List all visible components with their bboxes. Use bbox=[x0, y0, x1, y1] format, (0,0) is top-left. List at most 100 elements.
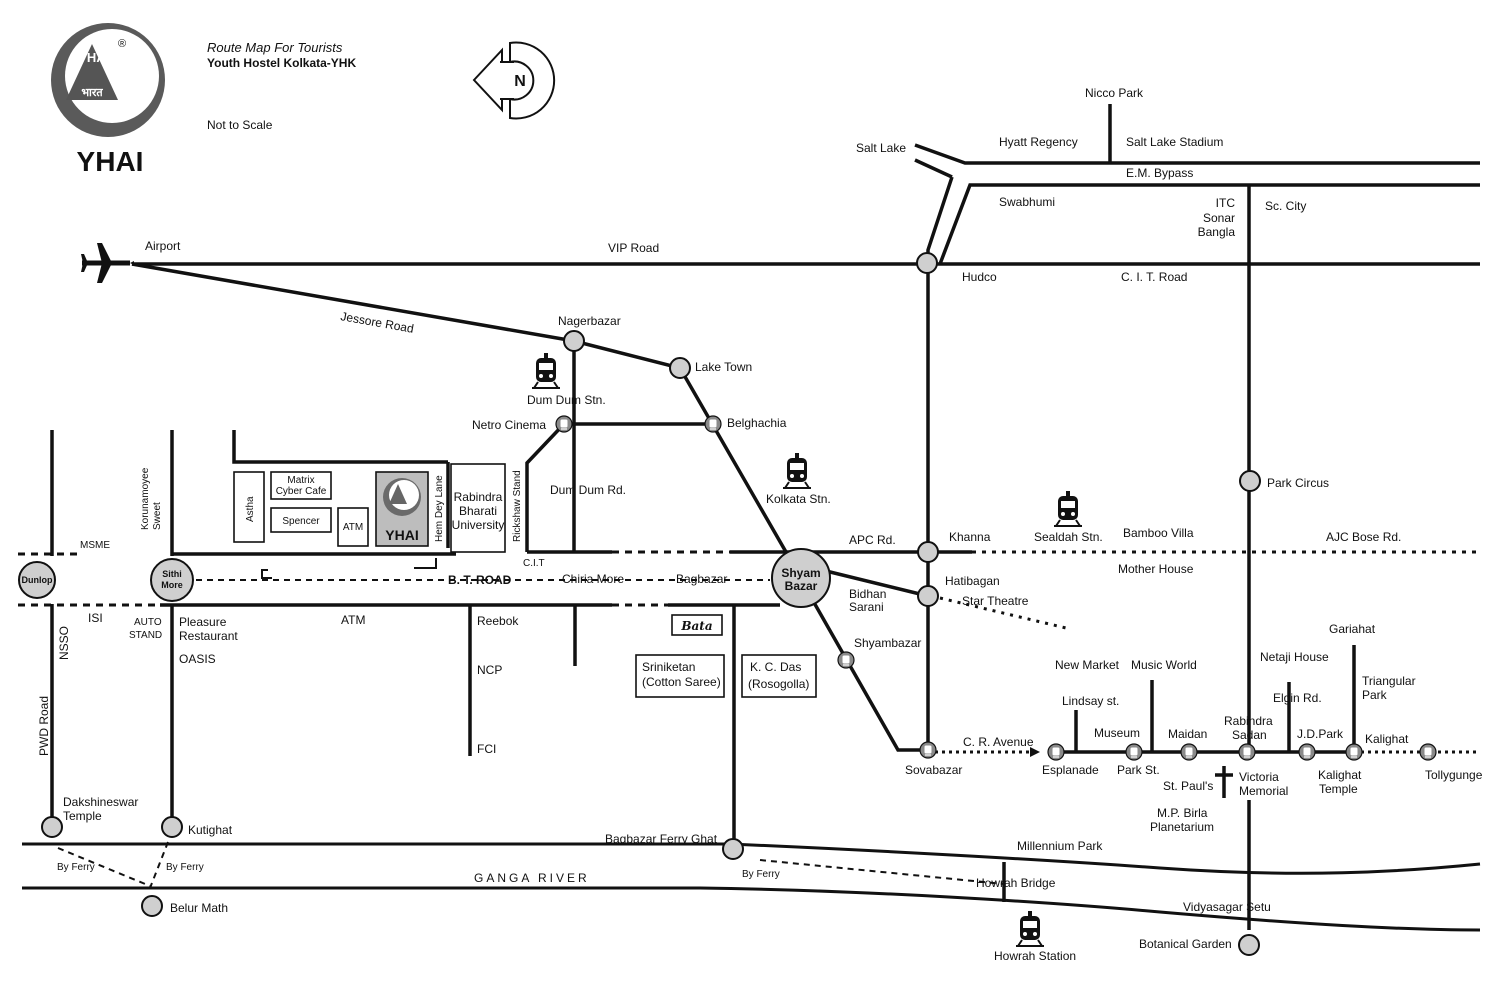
auto-stand-label-2: STAND bbox=[129, 630, 162, 641]
vip-road-label: VIP Road bbox=[608, 241, 659, 255]
atm-bt-label: ATM bbox=[341, 613, 365, 627]
victoria-label-2: Memorial bbox=[1239, 784, 1288, 798]
mother-house-label: Mother House bbox=[1118, 562, 1194, 576]
metro-station-icon bbox=[919, 741, 937, 759]
cr-avenue-label: C. R. Avenue bbox=[963, 735, 1034, 749]
by-ferry-1-label: By Ferry bbox=[57, 862, 95, 873]
cross-icon bbox=[1215, 766, 1233, 798]
khanna-label: Khanna bbox=[949, 530, 991, 544]
cr-avenue-arrow bbox=[1030, 747, 1040, 757]
rickshaw-stand-road bbox=[525, 422, 566, 552]
metro-station-icon bbox=[1298, 743, 1316, 761]
jessore-road bbox=[131, 262, 788, 553]
howrah-bridge-label: Howrah Bridge bbox=[976, 876, 1056, 890]
vidyasagar-setu-label: Vidyasagar Setu bbox=[1183, 900, 1271, 914]
metro-station-icon bbox=[1047, 743, 1065, 761]
howrah-station-label: Howrah Station bbox=[994, 949, 1076, 963]
matrix-label-1: Matrix bbox=[287, 475, 314, 486]
kalighat-label: Kalighat bbox=[1365, 732, 1409, 746]
oasis-label: OASIS bbox=[179, 652, 216, 666]
metro-station-icon bbox=[1238, 743, 1256, 761]
st-pauls-label: St. Paul's bbox=[1163, 779, 1213, 793]
spencer-label: Spencer bbox=[282, 516, 320, 527]
airport-label: Airport bbox=[145, 239, 181, 253]
esplanade-label: Esplanade bbox=[1042, 763, 1099, 777]
bt-road-label: B. T. ROAD bbox=[448, 573, 512, 587]
bamboo-villa-label: Bamboo Villa bbox=[1123, 526, 1194, 540]
logo-text: YHAI bbox=[77, 146, 144, 177]
ncp-label: NCP bbox=[477, 663, 502, 677]
itc-label-2: Sonar bbox=[1203, 211, 1235, 225]
salt-lake-stadium-label: Salt Lake Stadium bbox=[1126, 135, 1223, 149]
millennium-park-label: Millennium Park bbox=[1017, 839, 1103, 853]
pwd-road-label: PWD Road bbox=[37, 696, 51, 756]
map-title: Route Map For Tourists bbox=[207, 40, 343, 55]
salt-lake-link-1 bbox=[926, 176, 954, 264]
nsso-label: NSSO bbox=[57, 626, 71, 660]
shyambazar-label: Shyambazar bbox=[854, 636, 921, 650]
nicco-park-label: Nicco Park bbox=[1085, 86, 1144, 100]
lake-town-node bbox=[669, 357, 691, 379]
bidhan-label-2: Sarani bbox=[849, 600, 884, 614]
netaji-house-label: Netaji House bbox=[1260, 650, 1329, 664]
bagbazar-ferry-ghat-node bbox=[722, 838, 744, 860]
jessore-road-label: Jessore Road bbox=[339, 309, 414, 336]
kc-das-label-2: (Rosogolla) bbox=[748, 677, 809, 691]
sriniketan-label-1: Sriniketan bbox=[642, 660, 695, 674]
hyatt-label: Hyatt Regency bbox=[999, 135, 1078, 149]
map-subtitle: Youth Hostel Kolkata-YHK bbox=[207, 56, 356, 70]
swabhumi-label: Swabhumi bbox=[999, 195, 1055, 209]
tollygunge-label: Tollygunge bbox=[1425, 768, 1483, 782]
belghachia-label: Belghachia bbox=[727, 416, 787, 430]
bagbazar-ferry-ghat-label: Bagbazar Ferry Ghat bbox=[605, 832, 718, 846]
sovabazar-label: Sovabazar bbox=[905, 763, 962, 777]
cit-label: C.I.T bbox=[523, 558, 545, 569]
star-theatre-lane bbox=[939, 596, 1067, 630]
metro-station-icon bbox=[555, 415, 573, 433]
dakshineswar-label-2: Temple bbox=[63, 809, 102, 823]
em-bypass bbox=[938, 183, 1480, 265]
triangular-park-label-1: Triangular bbox=[1362, 674, 1416, 688]
scale-note: Not to Scale bbox=[207, 118, 273, 132]
shyam-bazar-label-2: Bazar bbox=[785, 579, 818, 593]
mp-birla-label-2: Planetarium bbox=[1150, 820, 1214, 834]
msme-label: MSME bbox=[80, 540, 110, 551]
u-turn-arrow bbox=[261, 569, 272, 579]
train-icon bbox=[1053, 490, 1083, 527]
itc-label-1: ITC bbox=[1216, 196, 1236, 210]
korunamoyee-label-2: Sweet bbox=[152, 502, 163, 530]
elgin-rd-label: Elgin Rd. bbox=[1273, 691, 1322, 705]
fci-label: FCI bbox=[477, 742, 496, 756]
salt-lake-road-upper bbox=[914, 143, 1480, 165]
metro-station-icon bbox=[1125, 743, 1143, 761]
metro-station-icon bbox=[704, 415, 722, 433]
metro-station-icon bbox=[1180, 743, 1198, 761]
ganga-river-label: GANGA RIVER bbox=[474, 871, 590, 885]
matrix-box bbox=[270, 471, 332, 500]
salt-lake-link-2 bbox=[914, 158, 953, 179]
rabindra-sadan-label-1: Rabindra bbox=[1224, 714, 1273, 728]
isi-label: ISI bbox=[88, 611, 103, 625]
victoria-label-1: Victoria bbox=[1239, 770, 1279, 784]
bidhan-label-1: Bidhan bbox=[849, 587, 886, 601]
apc-road-label: APC Rd. bbox=[849, 533, 896, 547]
sithi-more-label-1: Sithi bbox=[162, 569, 182, 579]
pleasure-label-1: Pleasure bbox=[179, 615, 227, 629]
korunamoyee-label-1: Korunamoyee bbox=[140, 467, 151, 530]
mp-birla-label-1: M.P. Birla bbox=[1157, 806, 1208, 820]
spencer-box bbox=[270, 507, 332, 533]
metro-station-icon bbox=[1345, 743, 1363, 761]
nagerbazar-label: Nagerbazar bbox=[558, 314, 621, 328]
bidhan-link bbox=[821, 568, 929, 598]
hatibagan-label: Hatibagan bbox=[945, 574, 1000, 588]
dunlop-node bbox=[18, 561, 56, 599]
turn-arrow bbox=[414, 558, 437, 569]
shyam-bazar-label-1: Shyam bbox=[781, 566, 820, 580]
airplane-icon bbox=[81, 243, 134, 283]
dakshineswar-node bbox=[41, 816, 63, 838]
khanna-node bbox=[917, 541, 939, 563]
logo-mark: YHA bbox=[78, 50, 106, 65]
rbu-box bbox=[450, 463, 506, 553]
chiria-more-label: Chiria More bbox=[562, 572, 624, 586]
